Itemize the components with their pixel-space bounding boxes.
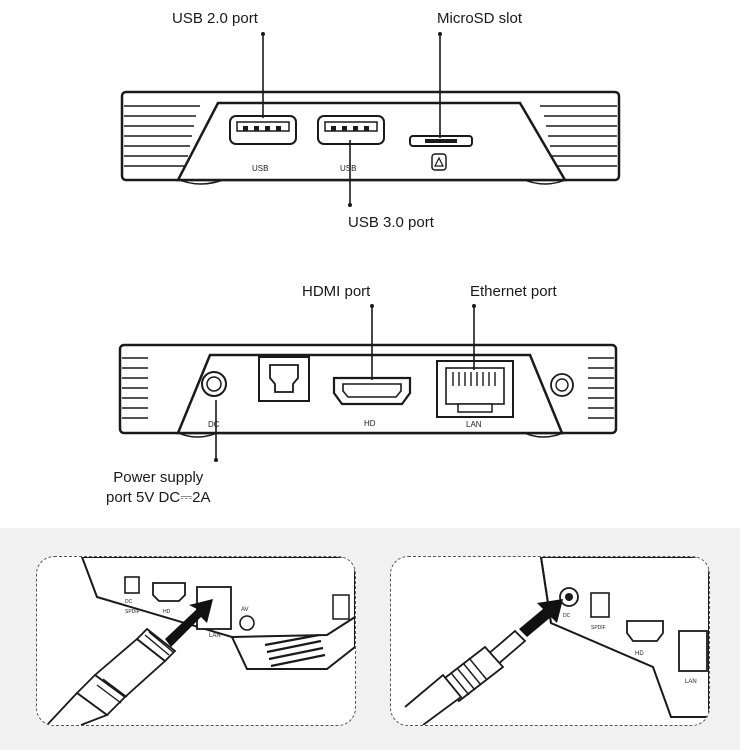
usb-right-mark: USB — [340, 164, 356, 173]
front-callout-lines — [262, 34, 441, 205]
photo-lan-mark-left: LAN — [209, 633, 221, 639]
power-label-line2: port 5V DC⎓⁠2A — [106, 489, 211, 506]
photo-spdif-mark-left: SPDIF — [125, 609, 140, 615]
usb3-label: USB 3.0 port — [348, 214, 434, 231]
power-callout-dot — [214, 458, 218, 462]
power-label-line1: Power supply — [113, 469, 204, 486]
ethernet-port — [436, 360, 514, 418]
front-view-device: USB USB — [120, 32, 621, 207]
power-label: Power supply port 5V DC⎓⁠2A — [106, 468, 211, 508]
power-usage-illustration: DC SPDIF HD LAN — [404, 557, 709, 725]
usb3-port — [317, 115, 385, 145]
microsd-callout-dot — [438, 32, 442, 36]
back-right-vents — [588, 357, 614, 419]
photo-spdif-mark-right: SPDIF — [591, 625, 606, 631]
photo-dc-mark-right: DC — [563, 613, 571, 619]
ethernet-callout-dot — [472, 304, 476, 308]
microsd-slot — [409, 135, 473, 171]
usb2-port — [229, 115, 297, 145]
photo-av-mark: AV — [241, 607, 249, 613]
usb2-label: USB 2.0 port — [172, 10, 258, 27]
ethernet-label: Ethernet port — [470, 283, 557, 300]
front-left-vents — [124, 105, 200, 167]
power-usage-panel: DC SPDIF HD LAN — [390, 556, 710, 726]
dc-mark: DC — [208, 420, 220, 429]
back-left-vents — [122, 357, 148, 419]
power-insert-arrow — [519, 599, 563, 637]
hdmi-callout-dot — [370, 304, 374, 308]
spdif-port — [258, 356, 310, 402]
usb3-callout-dot — [348, 203, 352, 207]
back-view-device: DC HD LAN — [118, 304, 618, 462]
front-right-vents — [540, 105, 617, 167]
hdmi-label: HDMI port — [302, 283, 371, 300]
lan-mark: LAN — [466, 420, 482, 429]
hd-mark: HD — [364, 419, 376, 428]
photo-lan-mark-right: LAN — [685, 679, 697, 685]
photo-hd-mark-left: HD — [163, 609, 171, 615]
microsd-label: MicroSD slot — [437, 10, 523, 27]
usb-left-mark: USB — [252, 164, 268, 173]
hdmi-port — [332, 376, 412, 406]
ethernet-insert-arrow — [165, 599, 213, 647]
back-callout-lines — [215, 306, 475, 460]
photo-hd-mark-right: HD — [635, 651, 644, 657]
ethernet-usage-panel: DC SPDIF HD LAN AV — [36, 556, 356, 726]
ethernet-usage-illustration: DC SPDIF HD LAN AV — [46, 557, 355, 725]
usb2-callout-dot — [261, 32, 265, 36]
photo-dc-mark: DC — [125, 599, 133, 605]
back-right-ring — [550, 373, 574, 397]
dc-jack — [201, 371, 227, 397]
